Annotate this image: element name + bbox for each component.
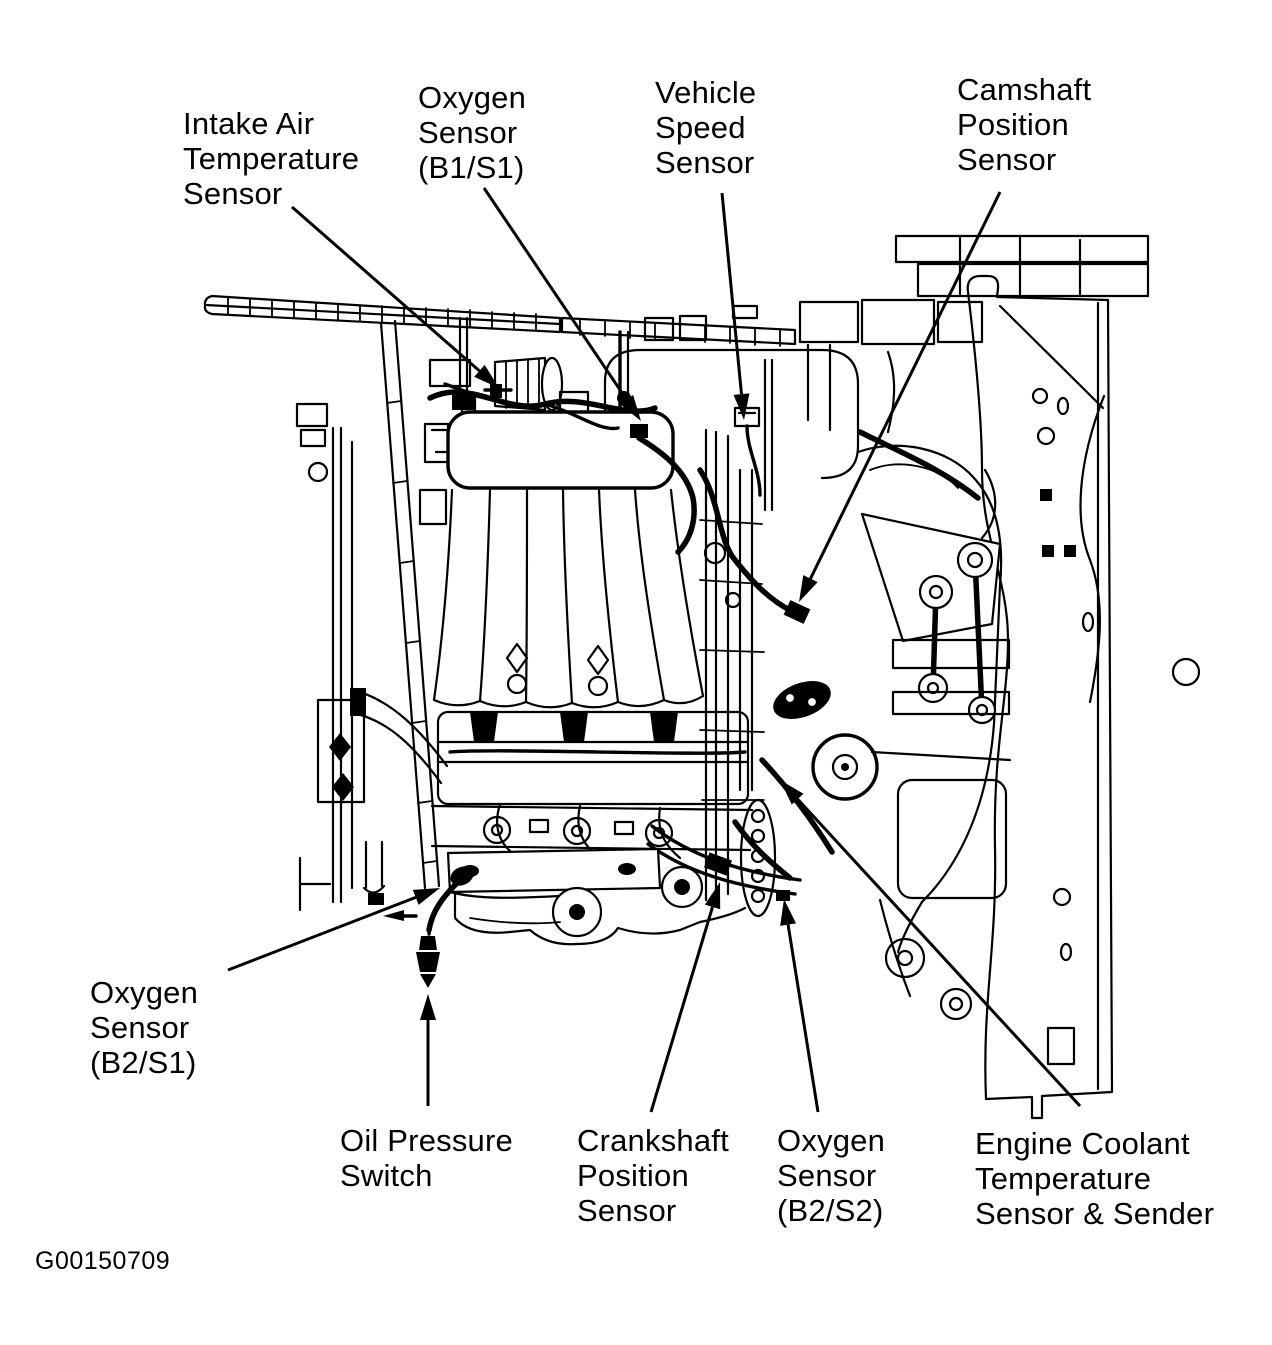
transaxle xyxy=(856,444,1012,1021)
oil-pan xyxy=(453,886,747,946)
callout-arrowhead-engine-coolant-temperature-sensor-sender xyxy=(780,780,804,805)
callout-label-oxygen-sensor-b1-s1: Oxygen Sensor (B1/S1) xyxy=(418,80,527,185)
callout-arrowhead-oil-pressure-switch xyxy=(420,994,436,1020)
callout-label-camshaft-position-sensor: Camshaft Position Sensor xyxy=(957,72,1092,177)
vehicle-speed-sensor-part xyxy=(733,406,762,497)
callout-arrowhead-oxygen-sensor-b2-s2 xyxy=(780,899,796,926)
oxygen-sensor-b1s1-part xyxy=(630,424,697,555)
callout-arrowhead-crankshaft-position-sensor xyxy=(704,882,721,910)
callout-label-intake-air-temperature-sensor: Intake Air Temperature Sensor xyxy=(183,106,360,211)
callout-line-engine-coolant-temperature-sensor-sender xyxy=(796,798,1082,1108)
cam-cover xyxy=(430,710,754,852)
callout-label-crankshaft-position-sensor: Crankshaft Position Sensor xyxy=(577,1123,729,1228)
callout-line-camshaft-position-sensor xyxy=(809,191,1002,580)
callout-arrowhead-oxygen-sensor-b1-s1 xyxy=(619,394,641,421)
callout-line-intake-air-temperature-sensor xyxy=(291,205,481,373)
cowl-structure xyxy=(798,234,1150,432)
intake-runners xyxy=(432,488,705,709)
callout-arrowhead-oxygen-sensor-b2-s1 xyxy=(412,888,440,905)
intake-plenum xyxy=(418,384,675,526)
heat-shield xyxy=(446,847,662,899)
engine-top-cover xyxy=(603,304,997,540)
callout-label-oil-pressure-switch: Oil Pressure Switch xyxy=(340,1123,513,1193)
figure-code: G00150709 xyxy=(35,1247,171,1275)
firewall-panel xyxy=(966,274,1201,1120)
callout-line-oxygen-sensor-b2-s1 xyxy=(227,895,417,972)
callout-label-engine-coolant-temperature-sensor-sender: Engine Coolant Temperature Sensor & Send… xyxy=(975,1126,1215,1231)
callout-arrowhead-intake-air-temperature-sensor xyxy=(474,364,499,388)
oil-pressure-switch-connector xyxy=(416,886,454,988)
callout-arrowhead-camshaft-position-sensor xyxy=(799,575,818,602)
callout-line-crankshaft-position-sensor xyxy=(649,906,714,1113)
callout-line-oxygen-sensor-b1-s1 xyxy=(482,187,628,401)
callout-label-oxygen-sensor-b2-s1: Oxygen Sensor (B2/S1) xyxy=(90,975,199,1080)
timing-cover-area xyxy=(697,428,879,902)
ladder-strut xyxy=(379,319,441,890)
left-assembly xyxy=(295,402,449,912)
callout-line-oxygen-sensor-b2-s2 xyxy=(786,924,820,1113)
callout-label-vehicle-speed-sensor: Vehicle Speed Sensor xyxy=(655,75,757,180)
callout-line-vehicle-speed-sensor xyxy=(720,192,743,395)
callout-arrowhead-vehicle-speed-sensor xyxy=(733,393,750,420)
callout-label-oxygen-sensor-b2-s2: Oxygen Sensor (B2/S2) xyxy=(777,1123,886,1228)
wiring-harness xyxy=(427,389,658,431)
